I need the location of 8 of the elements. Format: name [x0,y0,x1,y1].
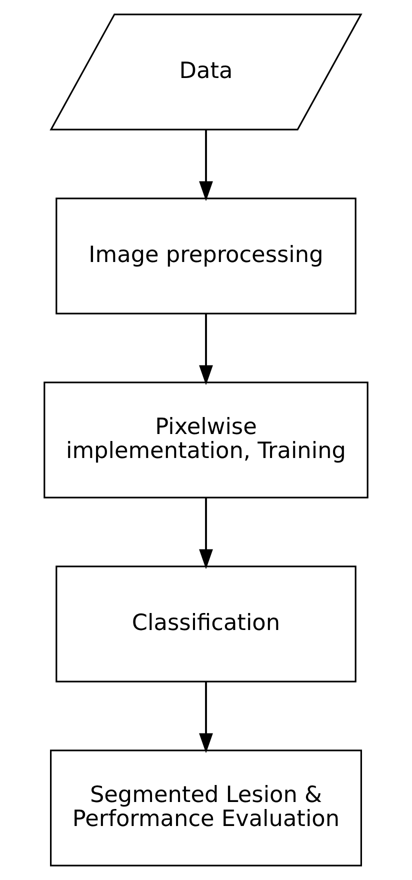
arrow [199,682,213,754]
node-box: Pixelwise implementation, Training [44,382,368,498]
node-box: Image preprocessing [56,198,356,314]
arrow [199,314,213,386]
arrow [199,130,213,202]
node-box: Classification [56,566,356,682]
arrow [199,498,213,570]
node-box: Segmented Lesion & Performance Evaluation [50,750,362,866]
